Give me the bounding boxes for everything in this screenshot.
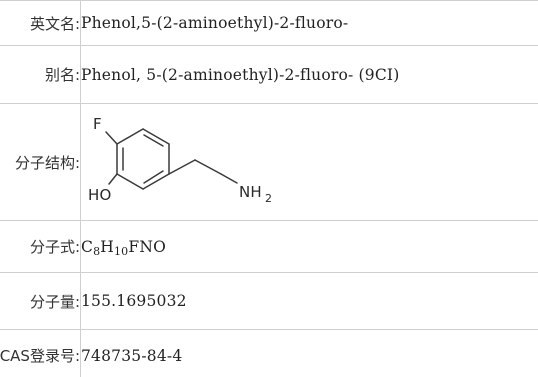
- formula-subscript: 10: [113, 244, 129, 258]
- cas-value: 748735-84-4: [80, 329, 538, 377]
- ring-double-bond: [143, 170, 164, 184]
- hydroxyl-group-label: HO: [88, 186, 112, 204]
- ring-bond: [142, 173, 170, 190]
- formula-value: C8H10FNO: [80, 220, 538, 273]
- weight-label: 分子量:: [0, 272, 81, 330]
- formula-subscript: 8: [93, 244, 101, 258]
- structure-label: 分子结构:: [0, 103, 81, 221]
- ring-bond: [116, 173, 144, 190]
- row-alias: 别名: Phenol, 5-(2-aminoethyl)-2-fluoro- (…: [0, 45, 538, 104]
- amine-subscript: 2: [265, 192, 272, 205]
- row-weight: 分子量: 155.1695032: [0, 272, 538, 330]
- molecule-structure-image: F HO NH 2: [88, 115, 272, 205]
- cas-label: CAS登录号:: [0, 329, 81, 377]
- formula-part: FNO: [128, 237, 167, 256]
- fluorine-bond: [105, 131, 118, 145]
- row-formula: 分子式: C8H10FNO: [0, 220, 538, 273]
- row-cas: CAS登录号: 748735-84-4: [0, 329, 538, 377]
- structure-cell: F HO NH 2: [80, 103, 538, 221]
- formula-part: C: [81, 237, 94, 256]
- chain-bond: [194, 159, 222, 175]
- ring-bond: [142, 128, 170, 145]
- row-structure: 分子结构:: [0, 103, 538, 221]
- amine-group-label: NH: [239, 183, 262, 201]
- ring-double-bond: [143, 134, 164, 147]
- alias-label: 别名:: [0, 45, 81, 104]
- english-name-label: 英文名:: [0, 0, 81, 46]
- formula-part: H: [100, 237, 114, 256]
- fluorine-atom-label: F: [93, 115, 102, 133]
- hydroxyl-bond: [108, 173, 118, 185]
- chain-bond: [168, 159, 196, 175]
- formula-label: 分子式:: [0, 220, 81, 273]
- weight-value: 155.1695032: [80, 272, 538, 330]
- ring-bond: [116, 128, 144, 145]
- row-english-name: 英文名: Phenol,5-(2-aminoethyl)-2-fluoro-: [0, 0, 538, 46]
- alias-value: Phenol, 5-(2-aminoethyl)-2-fluoro- (9CI): [80, 45, 538, 104]
- chain-bond: [220, 173, 238, 184]
- english-name-value: Phenol,5-(2-aminoethyl)-2-fluoro-: [80, 0, 538, 46]
